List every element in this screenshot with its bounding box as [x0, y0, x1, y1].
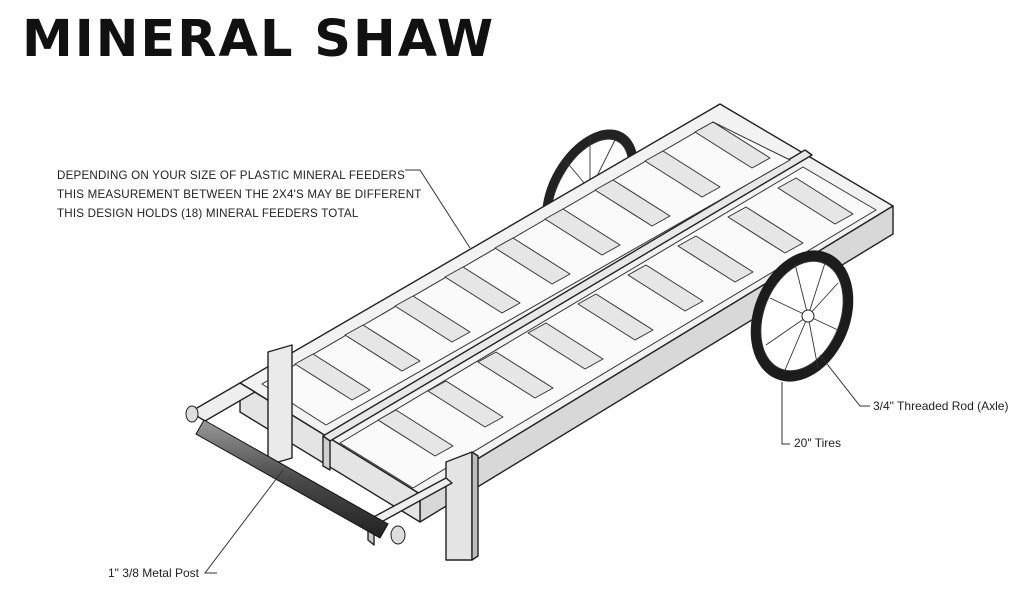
- post-leader: [203, 469, 284, 574]
- metal-post: [185, 405, 406, 545]
- note-line-2: THIS MEASUREMENT BETWEEN THE 2X4'S MAY B…: [57, 188, 422, 201]
- axle-leader: [819, 354, 870, 407]
- front-wheel: [750, 250, 854, 382]
- metal-post-label: 1" 3/8 Metal Post: [108, 566, 199, 580]
- tires-leader: [781, 382, 790, 445]
- tires-label: 20" Tires: [794, 436, 841, 450]
- note-leader: [405, 169, 471, 249]
- note-line-3: THIS DESIGN HOLDS (18) MINERAL FEEDERS T…: [57, 207, 359, 220]
- diagram-title: MINERAL SHAW: [22, 10, 496, 69]
- axle-label: 3/4" Threaded Rod (Axle): [873, 399, 1009, 413]
- feeder-spacing-note: DEPENDING ON YOUR SIZE OF PLASTIC MINERA…: [57, 166, 422, 223]
- note-line-1: DEPENDING ON YOUR SIZE OF PLASTIC MINERA…: [57, 169, 406, 182]
